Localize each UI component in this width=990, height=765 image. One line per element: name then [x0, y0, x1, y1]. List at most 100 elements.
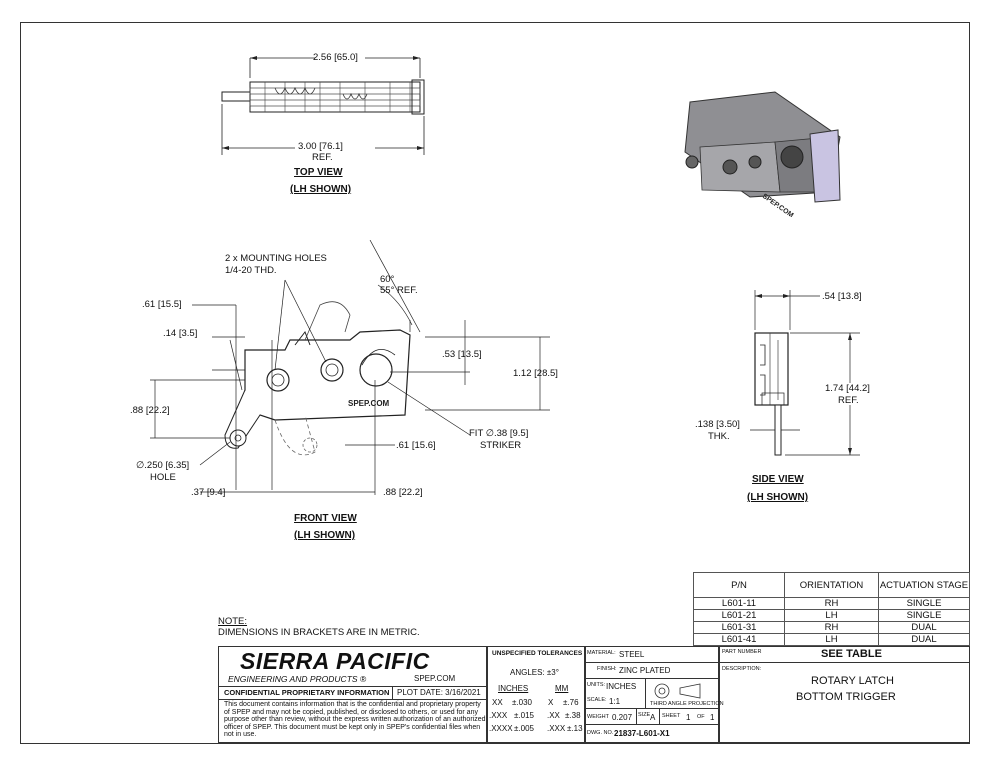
- dim-112: 1.12 [28.5]: [513, 368, 558, 379]
- size-label: SIZE: [638, 712, 651, 718]
- weight-label: WEIGHT: [587, 714, 609, 720]
- hole-label: HOLE: [150, 472, 176, 483]
- plot-date: PLOT DATE: 3/16/2021: [397, 688, 481, 697]
- tolerance-row: .XXX±.015.XX±.38: [489, 711, 581, 720]
- size-value: A: [650, 713, 656, 722]
- tolerances-angles: ANGLES: ±3°: [510, 668, 559, 677]
- dim-88b: .88 [22.2]: [383, 487, 423, 498]
- part-number-label: PART NUMBER: [722, 649, 762, 655]
- weight-value: 0.207: [612, 713, 633, 722]
- side-dim-54: .54 [13.8]: [822, 291, 862, 302]
- pn-header: P/N: [693, 572, 785, 598]
- hole-dim: ∅.250 [6.35]: [136, 460, 190, 471]
- top-dim-overall: 3.00 [76.1]: [298, 141, 343, 152]
- company-website: SPEP.COM: [414, 674, 456, 683]
- tolerances-title: UNSPECIFIED TOLERANCES: [492, 650, 583, 657]
- front-view-drawing: SPEP.COM: [150, 240, 550, 495]
- orientation-header: ORIENTATION: [784, 572, 879, 598]
- side-dim-138: .138 [3.50]: [695, 419, 740, 430]
- front-view-title: FRONT VIEW: [294, 513, 357, 524]
- divider: [585, 708, 719, 709]
- part-number-value: SEE TABLE: [821, 648, 882, 660]
- units-label: UNITS:: [587, 682, 606, 688]
- top-view-drawing: [221, 56, 425, 155]
- fit-striker-dim: FIT ∅.38 [9.5]: [469, 428, 529, 439]
- description-line-1: ROTARY LATCH: [811, 675, 894, 687]
- top-view-subtitle: (LH SHOWN): [290, 184, 352, 195]
- dwg-value: 21837-L601-X1: [614, 729, 670, 738]
- striker-label: STRIKER: [480, 440, 522, 451]
- finish-label: FINISH:: [597, 666, 617, 672]
- dim-61: .61 [15.5]: [142, 299, 182, 310]
- dim-61b: .61 [15.6]: [396, 440, 436, 451]
- divider: [636, 708, 637, 724]
- top-view-title: TOP VIEW: [294, 167, 343, 178]
- note-text: DIMENSIONS IN BRACKETS ARE IN METRIC.: [218, 627, 420, 638]
- angle-60: 60°: [380, 274, 395, 285]
- description-line-2: BOTTOM TRIGGER: [796, 691, 896, 703]
- company-block: [218, 646, 487, 743]
- divider: [218, 699, 487, 700]
- divider: [645, 678, 646, 708]
- divider: [585, 724, 719, 725]
- scale-label: SCALE:: [587, 697, 607, 703]
- top-dim-width: 2.56 [65.0]: [313, 52, 358, 63]
- sheets-value: 1: [710, 713, 715, 722]
- tolerances-block: [487, 646, 585, 743]
- front-view-subtitle: (LH SHOWN): [294, 530, 356, 541]
- units-value: INCHES: [606, 682, 637, 691]
- mounting-holes-label: 2 x MOUNTING HOLES: [225, 253, 327, 264]
- confidential-title: CONFIDENTIAL PROPRIETARY INFORMATION: [224, 688, 390, 697]
- description-label: DESCRIPTION:: [722, 666, 762, 672]
- sheet-value: 1: [686, 713, 691, 722]
- company-sub: ENGINEERING AND PRODUCTS ®: [228, 674, 367, 684]
- side-view-subtitle: (LH SHOWN): [747, 492, 809, 503]
- side-dim-ref: REF.: [838, 395, 859, 406]
- sheet-label: SHEET: [662, 713, 681, 719]
- isometric-render: SPEP.COM: [684, 91, 841, 217]
- dim-88: .88 [22.2]: [130, 405, 170, 416]
- drawing-border: [20, 22, 970, 744]
- divider: [585, 678, 719, 679]
- side-thk-label: THK.: [708, 431, 730, 442]
- angle-55: 55° REF.: [380, 285, 418, 296]
- side-view-drawing: [750, 290, 860, 456]
- of-label: OF: [697, 714, 705, 720]
- tolerance-row: .XXXX±.005.XXX±.13: [489, 724, 583, 733]
- tolerances-mm-label: MM: [555, 684, 569, 693]
- top-dim-ref: REF.: [312, 152, 333, 163]
- dim-37: .37 [9.4]: [191, 487, 226, 498]
- description-block: [719, 646, 970, 743]
- note-title: NOTE:: [218, 616, 248, 627]
- divider: [585, 662, 719, 663]
- projection-symbol-icon: [654, 683, 701, 699]
- confidential-text: This document contains information that …: [224, 701, 486, 739]
- side-view-title: SIDE VIEW: [752, 474, 804, 485]
- scale-value: 1:1: [609, 697, 621, 706]
- side-dim-174: 1.74 [44.2]: [825, 383, 870, 394]
- material-value: STEEL: [619, 650, 645, 659]
- finish-value: ZINC PLATED: [619, 666, 671, 675]
- iso-mark: SPEP.COM: [761, 193, 795, 217]
- divider: [659, 708, 660, 724]
- material-label: MATERIAL:: [587, 650, 616, 656]
- divider: [392, 686, 393, 699]
- company-name: SIERRA PACIFIC: [240, 648, 430, 674]
- divider: [218, 686, 487, 687]
- dim-14: .14 [3.5]: [163, 328, 198, 339]
- thread-label: 1/4-20 THD.: [225, 265, 277, 276]
- dwg-label: DWG. NO.: [587, 730, 614, 736]
- tolerances-inches-label: INCHES: [498, 684, 529, 693]
- material-block: [585, 646, 719, 743]
- divider: [719, 662, 970, 663]
- front-part-mark: SPEP.COM: [348, 399, 390, 408]
- projection-label: THIRD ANGLE PROJECTION: [650, 701, 724, 707]
- dim-53: .53 [13.5]: [442, 349, 482, 360]
- actuation-header: ACTUATION STAGE: [878, 572, 970, 598]
